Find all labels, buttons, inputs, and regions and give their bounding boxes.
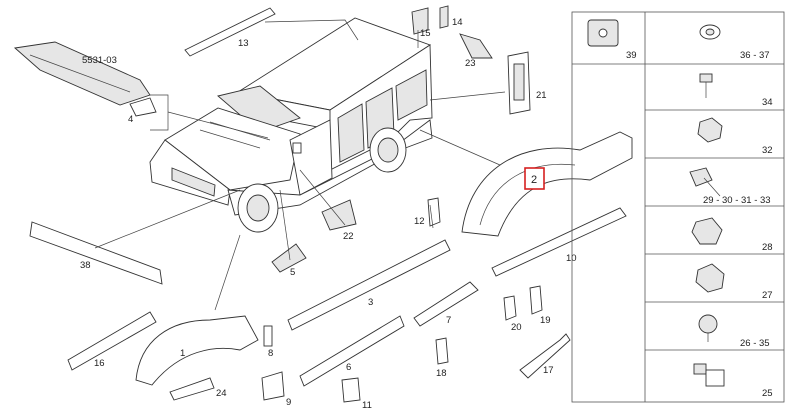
part-17	[519, 333, 571, 379]
part-38	[29, 221, 163, 285]
callout-11: 11	[362, 400, 372, 411]
callout-2: 2	[531, 174, 537, 186]
callout-18: 18	[436, 368, 447, 379]
part-7	[413, 281, 479, 327]
callout-16: 16	[94, 358, 105, 369]
callout-3: 3	[368, 297, 373, 308]
callout-5531: 5531-03	[82, 55, 117, 66]
callout-12: 12	[414, 216, 425, 227]
callout-22: 22	[343, 231, 354, 242]
part-4	[129, 97, 157, 117]
fastener-label-27: 27	[762, 290, 773, 301]
fastener-label-25: 25	[762, 388, 773, 399]
part-15	[411, 7, 429, 35]
vehicle-drawing	[149, 17, 433, 233]
callout-24: 24	[216, 388, 227, 399]
fastener-nut-28	[691, 217, 723, 245]
callout-19: 19	[540, 315, 551, 326]
callout-17: 17	[543, 365, 554, 376]
part-23	[459, 33, 493, 59]
callout-38: 38	[80, 260, 91, 271]
fastener-grid: 39 36 - 37 34 32 29 - 30 - 31 - 33 28 27…	[571, 11, 785, 403]
callout-labels: 13 15 14 23 21 5531-03 4 2 12 22 5 38 10…	[80, 17, 577, 411]
part-14	[439, 5, 449, 29]
callout-1: 1	[180, 348, 185, 359]
fastener-label-34: 34	[762, 97, 773, 108]
part-6	[299, 315, 405, 387]
leader-lines	[94, 19, 506, 311]
part-12	[427, 197, 441, 227]
part-1	[135, 315, 259, 386]
callout-4: 4	[128, 114, 133, 125]
callout-7: 7	[446, 315, 451, 326]
fastener-nut-32	[697, 117, 723, 143]
callout-21: 21	[536, 90, 547, 101]
part-5	[271, 243, 307, 273]
fastener-label-32: 32	[762, 145, 773, 156]
fastener-label-26-35: 26 - 35	[740, 338, 770, 349]
part-16	[67, 311, 157, 371]
part-20	[503, 295, 517, 321]
part-13	[184, 7, 276, 57]
part-18	[435, 337, 449, 365]
callout-14: 14	[452, 17, 463, 28]
callout-13: 13	[238, 38, 249, 49]
highlight-box	[524, 167, 545, 190]
part-19	[529, 285, 543, 315]
part-2	[461, 131, 633, 237]
part-22	[321, 199, 357, 231]
callout-20: 20	[511, 322, 522, 333]
fastener-screw-34	[699, 73, 713, 83]
part-5531-03	[13, 41, 151, 106]
callout-5: 5	[290, 267, 295, 278]
fastener-label-39: 39	[626, 50, 637, 61]
part-10	[491, 207, 627, 277]
part-8	[263, 325, 273, 347]
fastener-rivet-26	[698, 314, 718, 334]
fastener-label-36-37: 36 - 37	[740, 50, 770, 61]
callout-9: 9	[286, 397, 291, 408]
part-24	[169, 377, 215, 401]
fastener-label-29-33: 29 - 30 - 31 - 33	[703, 195, 771, 206]
callout-8: 8	[268, 348, 273, 359]
fastener-clip-25	[693, 363, 707, 375]
fastener-screw-29	[689, 167, 713, 187]
callout-15: 15	[420, 28, 431, 39]
callout-23: 23	[465, 58, 476, 69]
callout-6: 6	[346, 362, 351, 373]
part-9	[261, 371, 285, 401]
part-11	[341, 377, 361, 403]
fastener-nut-27	[695, 263, 725, 293]
callout-10: 10	[566, 253, 577, 264]
part-3	[287, 239, 451, 331]
fastener-label-28: 28	[762, 242, 773, 253]
